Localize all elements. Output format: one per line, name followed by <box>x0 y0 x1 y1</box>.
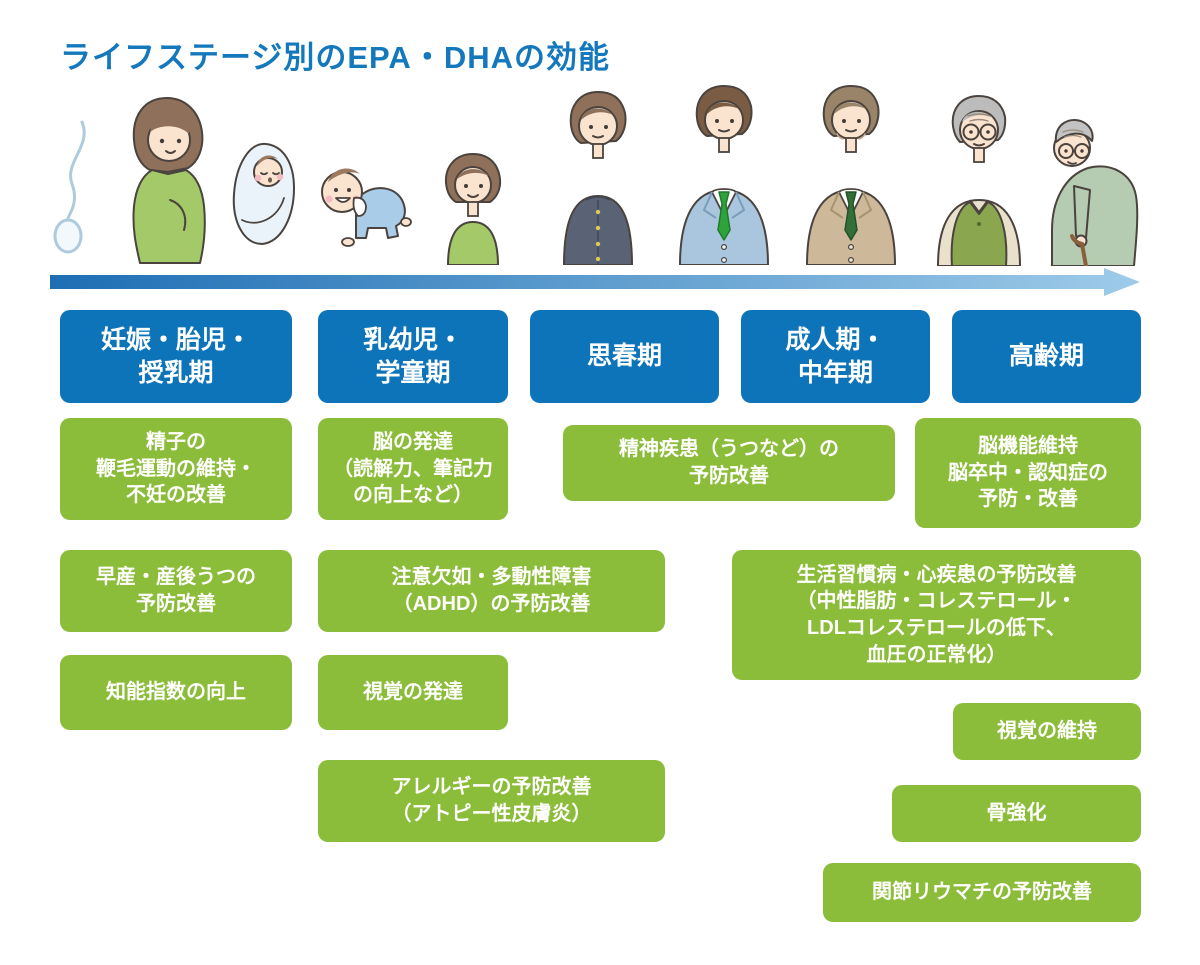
benefit-adhd-prevention: 注意欠如・多動性障害 （ADHD）の予防改善 <box>318 550 665 632</box>
stage-box-senior: 高齢期 <box>952 310 1141 403</box>
benefit-allergy-prevention: アレルギーの予防改善 （アトピー性皮膚炎） <box>318 760 665 842</box>
crawling-baby-illustration <box>316 158 418 248</box>
stage-box-adolescence: 思春期 <box>530 310 719 403</box>
benefit-brain-function-maintenance: 脳機能維持 脳卒中・認知症の 予防・改善 <box>915 418 1141 528</box>
benefit-rheumatoid-arthritis-prevention: 関節リウマチの予防改善 <box>823 863 1141 922</box>
benefit-brain-development: 脳の発達 （読解力、筆記力 の向上など） <box>318 418 508 520</box>
benefit-vision-maintenance: 視覚の維持 <box>953 703 1141 760</box>
benefit-bone-strengthening: 骨強化 <box>892 785 1141 842</box>
middle-aged-man-illustration <box>795 84 907 265</box>
young-child-illustration <box>430 150 516 265</box>
benefit-iq-improvement: 知能指数の向上 <box>60 655 292 730</box>
timeline-arrow <box>50 266 1142 298</box>
stage-box-pregnancy-fetal-lactation: 妊娠・胎児・ 授乳期 <box>60 310 292 403</box>
page-title: ライフステージ別のEPA・DHAの効能 <box>60 40 610 75</box>
adult-man-illustration <box>670 84 778 265</box>
benefit-sperm-motility-infertility: 精子の 鞭毛運動の維持・ 不妊の改善 <box>60 418 292 520</box>
teenager-illustration <box>550 88 646 265</box>
stage-box-infant-school-age: 乳幼児・ 学童期 <box>318 310 508 403</box>
swaddled-newborn-illustration <box>224 142 304 248</box>
senior-with-cane-illustration <box>1036 110 1154 266</box>
benefit-vision-development: 視覚の発達 <box>318 655 508 730</box>
sperm-illustration <box>52 118 98 258</box>
elderly-man-illustration <box>926 92 1032 266</box>
benefit-mental-illness-prevention: 精神疾患（うつなど）の 予防改善 <box>563 425 895 501</box>
benefit-lifestyle-disease-prevention: 生活習慣病・心疾患の予防改善 （中性脂肪・コレステロール・ LDLコレステロール… <box>732 550 1141 680</box>
pregnant-woman-illustration <box>112 94 222 265</box>
stage-box-adult-middle-age: 成人期・ 中年期 <box>741 310 930 403</box>
benefit-preterm-postpartum-depression: 早産・産後うつの 予防改善 <box>60 550 292 632</box>
